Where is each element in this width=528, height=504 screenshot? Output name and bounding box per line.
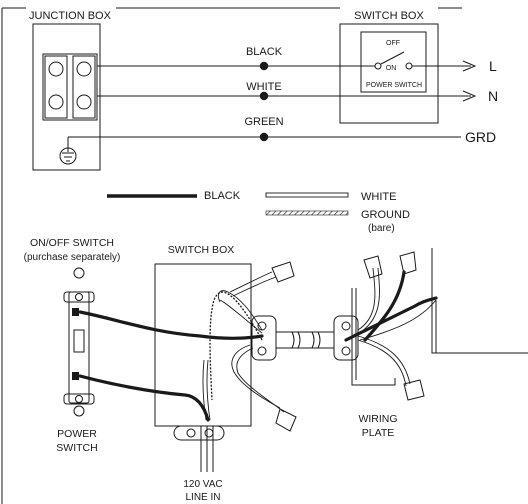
line-in-label-line1: 120 VAC — [183, 479, 222, 490]
ground-wire — [209, 291, 263, 401]
clamp-screw-icon — [341, 321, 351, 331]
wiring-plate-label-line2: PLATE — [362, 427, 394, 439]
junction-box — [32, 23, 101, 171]
wire-label-white: WHITE — [246, 81, 281, 93]
wire-nuts — [271, 251, 425, 432]
legend-ground-label: GROUND — [361, 209, 410, 221]
wire-nut-icon — [363, 255, 383, 279]
ground-symbol-icon — [59, 137, 77, 165]
clamp-screw-icon — [257, 346, 267, 356]
arrow-l-icon — [462, 60, 477, 72]
onoff-switch-note: (purchase separately) — [24, 252, 121, 263]
toggle-lever — [73, 329, 85, 353]
junction-box-title: JUNCTION BOX — [29, 10, 112, 22]
wire-label-green: GREEN — [244, 116, 283, 128]
legend-white-swatch — [265, 192, 349, 198]
terminal-screw-icon — [76, 61, 92, 77]
splice-green — [259, 132, 269, 142]
terminal-screw-icon — [72, 308, 79, 316]
wire-label-black: BLACK — [246, 46, 283, 58]
wire-nut-icon — [399, 251, 417, 275]
wall-switch-device — [63, 267, 95, 417]
schematic-switch-box — [339, 23, 471, 124]
terminal-screw-icon — [72, 372, 79, 380]
line-in-label-line2: LINE IN — [185, 492, 220, 503]
install-switch-box-title: SWITCH BOX — [168, 244, 235, 256]
conduit — [276, 331, 334, 349]
wire-nut-icon — [275, 408, 297, 432]
legend — [107, 192, 349, 216]
clamp-screw-icon — [204, 428, 214, 438]
wiring-plate — [333, 288, 396, 386]
terminal-n-label: N — [488, 88, 498, 104]
terminal-screw-icon — [48, 61, 64, 77]
terminal-grd-label: GRD — [465, 129, 496, 145]
switch-box-title: SWITCH BOX — [354, 10, 424, 22]
white-wires — [202, 267, 437, 421]
fixture-housing — [431, 248, 528, 354]
schematic-wires — [68, 61, 471, 142]
power-switch-label: POWER SWITCH — [366, 82, 422, 89]
legend-white-label: WHITE — [361, 191, 396, 203]
splice-black — [259, 61, 269, 71]
power-switch-title-line2: SWITCH — [56, 442, 97, 454]
power-switch-title-line1: POWER — [57, 428, 97, 440]
legend-ground-swatch — [265, 210, 349, 216]
switch-on-label: ON — [386, 65, 397, 72]
legend-ground-bare-label: (bare) — [368, 223, 395, 234]
install-switch-box — [154, 263, 277, 441]
terminal-screw-icon — [76, 94, 92, 110]
mount-screw-icon — [75, 395, 83, 403]
onoff-switch-title: ON/OFF SWITCH — [30, 237, 114, 249]
black-wires — [78, 270, 438, 422]
mount-screw-icon — [75, 293, 83, 301]
clamp-screw-icon — [341, 346, 351, 356]
switch-off-label: OFF — [386, 40, 400, 47]
legend-black-label: BLACK — [204, 190, 241, 202]
wire-nut-icon — [271, 261, 295, 283]
terminal-screw-icon — [48, 94, 64, 110]
arrow-n-icon — [462, 90, 477, 102]
terminal-l-label: L — [489, 58, 497, 74]
line-in-cable — [200, 426, 214, 472]
outer-frame — [1, 7, 462, 504]
clamp-screw-icon — [186, 428, 196, 438]
splice-white — [259, 91, 269, 101]
wiring-plate-label-line1: WIRING — [358, 413, 397, 425]
wire-nut-icon — [403, 379, 425, 401]
